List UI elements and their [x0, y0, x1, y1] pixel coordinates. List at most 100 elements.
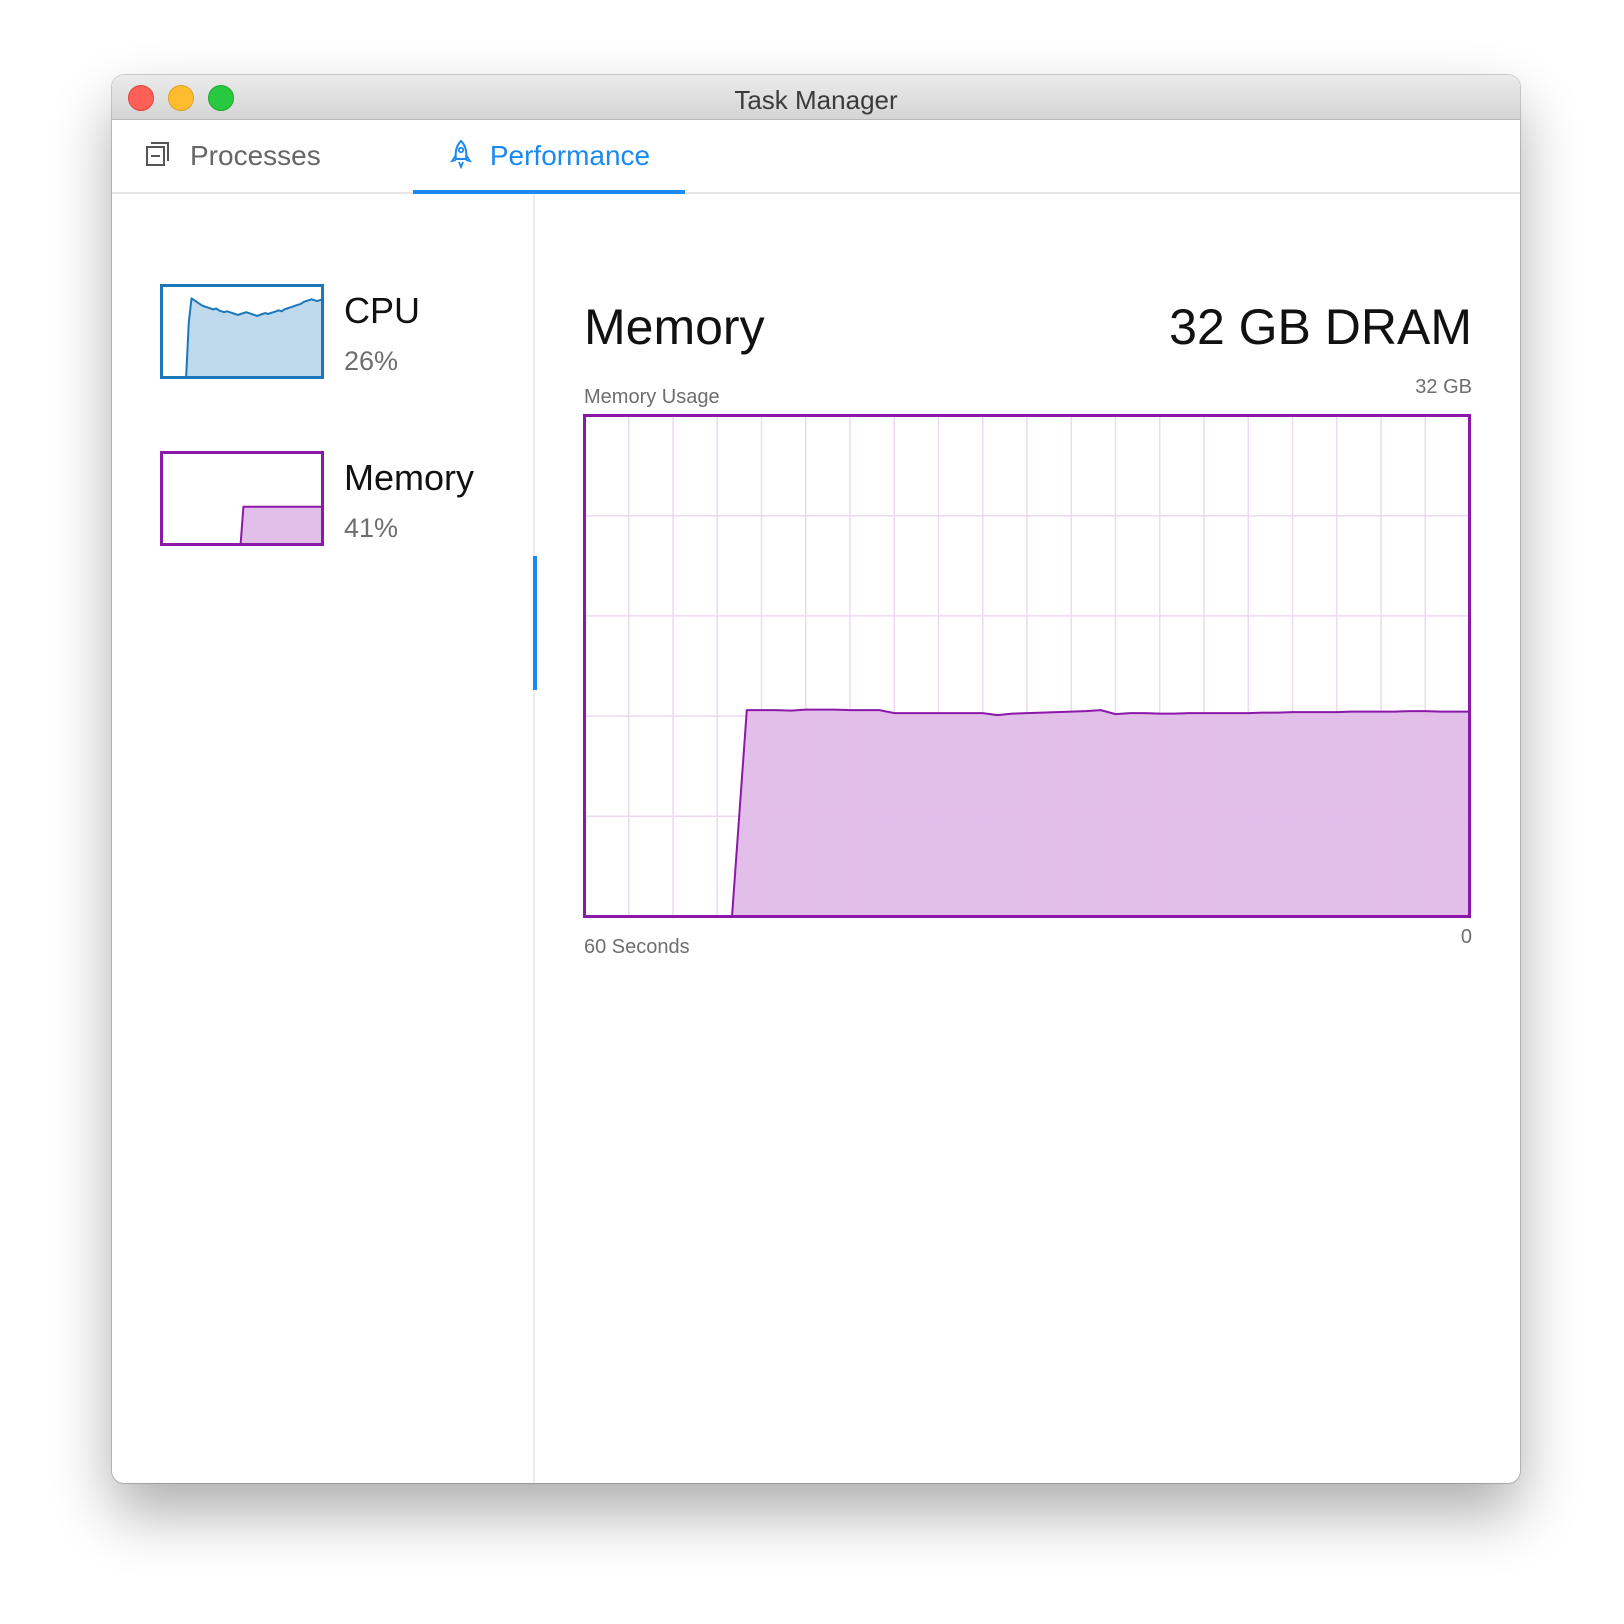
memory-chart-data-point	[1454, 711, 1456, 713]
memory-thumbnail-data-point	[286, 506, 288, 508]
memory-thumbnail-data-point	[259, 506, 261, 508]
cpu-thumbnail-data-point	[275, 311, 277, 313]
chart-y-max-label: 32 GB	[1415, 376, 1472, 398]
cpu-thumbnail-data-point	[202, 305, 204, 307]
cpu-thumbnail-data-point	[305, 300, 307, 302]
memory-chart-data-point	[1100, 709, 1102, 711]
cpu-thumbnail-data-point	[218, 310, 220, 312]
cpu-thumbnail-data-point	[316, 300, 318, 302]
memory-chart-data-point	[1085, 710, 1087, 712]
memory-chart-data-point	[908, 712, 910, 714]
memory-thumbnail-data-point	[297, 506, 299, 508]
memory-thumbnail-data-point	[251, 506, 253, 508]
memory-chart-data-point	[1174, 713, 1176, 715]
chart-title: Memory Usage	[584, 386, 720, 408]
memory-thumbnail-data-point	[278, 506, 280, 508]
cpu-thumbnail-data-point	[221, 311, 223, 313]
memory-chart-data-point	[879, 709, 881, 711]
memory-chart-data-point	[1203, 712, 1205, 714]
memory-thumbnail-data-point	[316, 506, 318, 508]
memory-chart-data-point	[894, 712, 896, 714]
cpu-thumbnail-data-point	[264, 312, 266, 314]
cpu-thumbnail-data-point	[303, 301, 305, 303]
memory-thumbnail-data-point	[243, 506, 245, 508]
cpu-thumbnail-data-point	[199, 303, 201, 305]
chart-x-label: 60 Seconds	[584, 936, 690, 958]
memory-thumbnail-data-point	[254, 506, 256, 508]
memory-chart-data-point	[953, 712, 955, 714]
close-window-button[interactable]	[128, 85, 154, 111]
memory-chart-data-point	[1130, 712, 1132, 714]
minimize-window-button[interactable]	[168, 85, 194, 111]
cpu-thumbnail-data-point	[297, 304, 299, 306]
memory-chart-data-point	[1307, 711, 1309, 713]
memory-chart-data-point	[1321, 711, 1323, 713]
memory-thumbnail-data-point	[264, 506, 266, 508]
tab-performance[interactable]: Performance	[413, 120, 685, 194]
cpu-thumbnail-data-point	[245, 311, 247, 313]
tab-processes[interactable]: Processes	[144, 120, 384, 192]
memory-chart-data-point	[864, 709, 866, 711]
cpu-thumbnail-data-point	[229, 311, 231, 313]
performance-sidebar: CPU 26% Memory 41%	[112, 194, 537, 1483]
memory-thumbnail-data-point	[294, 506, 296, 508]
memory-chart-data-point	[1351, 711, 1353, 713]
memory-chart-data-point	[1218, 712, 1220, 714]
memory-thumbnail-data-point	[281, 506, 283, 508]
tab-bar: Processes Performance	[112, 120, 1520, 194]
cpu-thumbnail-data-point	[289, 307, 291, 309]
cpu-thumbnail-data-point	[232, 312, 234, 314]
memory-chart-data-point	[1248, 712, 1250, 714]
cpu-thumbnail-chart	[160, 284, 324, 379]
memory-chart-data-point	[835, 709, 837, 711]
title-bar[interactable]: Task Manager	[112, 75, 1520, 120]
sidebar-item-cpu-label: CPU	[344, 290, 421, 331]
cpu-thumbnail-data-point	[196, 301, 198, 303]
memory-chart-data-point	[761, 709, 763, 711]
cpu-thumbnail-data-point	[273, 311, 275, 313]
cpu-thumbnail-data-point	[281, 311, 283, 313]
memory-thumbnail-data-point	[300, 506, 302, 508]
memory-chart-data-point	[923, 712, 925, 714]
memory-thumbnail-data-point	[270, 506, 272, 508]
memory-chart-data-point	[1336, 711, 1338, 713]
cpu-thumbnail-data-point	[267, 313, 269, 315]
cpu-thumbnail-data-point	[213, 309, 215, 311]
cpu-thumbnail-data-point	[248, 312, 250, 314]
memory-chart-data-point	[938, 712, 940, 714]
memory-thumbnail-chart	[160, 451, 324, 546]
cpu-thumbnail-frame	[160, 284, 324, 379]
detail-panel: Memory 32 GB DRAM Memory Usage 32 GB 60 …	[535, 194, 1520, 1483]
cpu-thumbnail-data-point	[270, 312, 272, 314]
memory-chart-data-point	[1144, 712, 1146, 714]
zoom-window-button[interactable]	[208, 85, 234, 111]
memory-chart-data-point	[967, 712, 969, 714]
memory-thumbnail-data-point	[273, 506, 275, 508]
sidebar-item-memory[interactable]: Memory 41%	[160, 451, 532, 561]
memory-chart-frame	[583, 414, 1471, 918]
memory-chart-data-point	[849, 709, 851, 711]
memory-chart-data-point	[1277, 712, 1279, 714]
cpu-thumbnail-data-point	[193, 299, 195, 301]
cpu-thumbnail-data-point	[308, 299, 310, 301]
memory-chart-data-point	[1292, 711, 1294, 713]
sidebar-item-cpu-value: 26%	[344, 346, 399, 376]
cpu-thumbnail-data-point	[188, 322, 190, 324]
cpu-thumbnail-data-point	[251, 313, 253, 315]
cpu-thumbnail-data-point	[284, 309, 286, 311]
selected-indicator	[533, 556, 537, 690]
memory-chart-data-point	[997, 714, 999, 716]
sidebar-item-cpu[interactable]: CPU 26%	[160, 284, 532, 394]
memory-chart-data-point	[790, 710, 792, 712]
memory-usage-chart	[583, 414, 1471, 918]
memory-chart-data-point	[1159, 713, 1161, 715]
memory-chart-data-point	[746, 709, 748, 711]
processes-icon	[144, 140, 172, 173]
cpu-thumbnail-data-point	[292, 306, 294, 308]
memory-chart-data-point	[1041, 712, 1043, 714]
memory-thumbnail-data-point	[262, 506, 264, 508]
memory-chart-data-point	[1439, 711, 1441, 713]
memory-chart-data-point	[1115, 713, 1117, 715]
memory-thumbnail-area-fill	[161, 506, 323, 545]
memory-thumbnail-data-point	[275, 506, 277, 508]
